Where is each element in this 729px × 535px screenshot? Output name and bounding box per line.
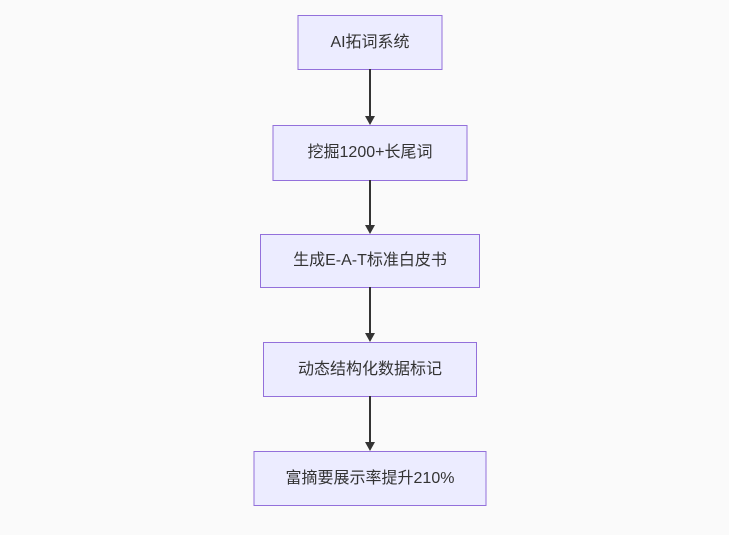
flow-node-label: 富摘要展示率提升210% (285, 469, 455, 487)
flow-edge-1 (365, 69, 375, 125)
edge-line (369, 69, 371, 116)
flow-edge-3 (365, 287, 375, 342)
arrow-down-icon (365, 225, 375, 234)
flow-node-eat-whitepaper: 生成E-A-T标准白皮书 (260, 234, 480, 288)
edge-line (369, 180, 371, 225)
flow-node-rich-snippet-result: 富摘要展示率提升210% (253, 451, 487, 506)
flow-node-label: 生成E-A-T标准白皮书 (293, 252, 447, 269)
flow-node-structured-data-markup: 动态结构化数据标记 (263, 342, 477, 397)
arrow-down-icon (365, 333, 375, 342)
flow-node-label: AI拓词系统 (330, 33, 410, 51)
arrow-down-icon (365, 116, 375, 125)
flow-node-ai-keyword-system: AI拓词系统 (297, 15, 443, 70)
arrow-down-icon (365, 442, 375, 451)
edge-line (369, 287, 371, 333)
flow-node-label: 动态结构化数据标记 (297, 360, 442, 378)
flow-node-longtail-mining: 挖掘1200+长尾词 (272, 125, 468, 181)
flow-node-label: 挖掘1200+长尾词 (307, 144, 433, 161)
edge-line (369, 396, 371, 442)
flow-edge-4 (365, 396, 375, 451)
flow-edge-2 (365, 180, 375, 234)
